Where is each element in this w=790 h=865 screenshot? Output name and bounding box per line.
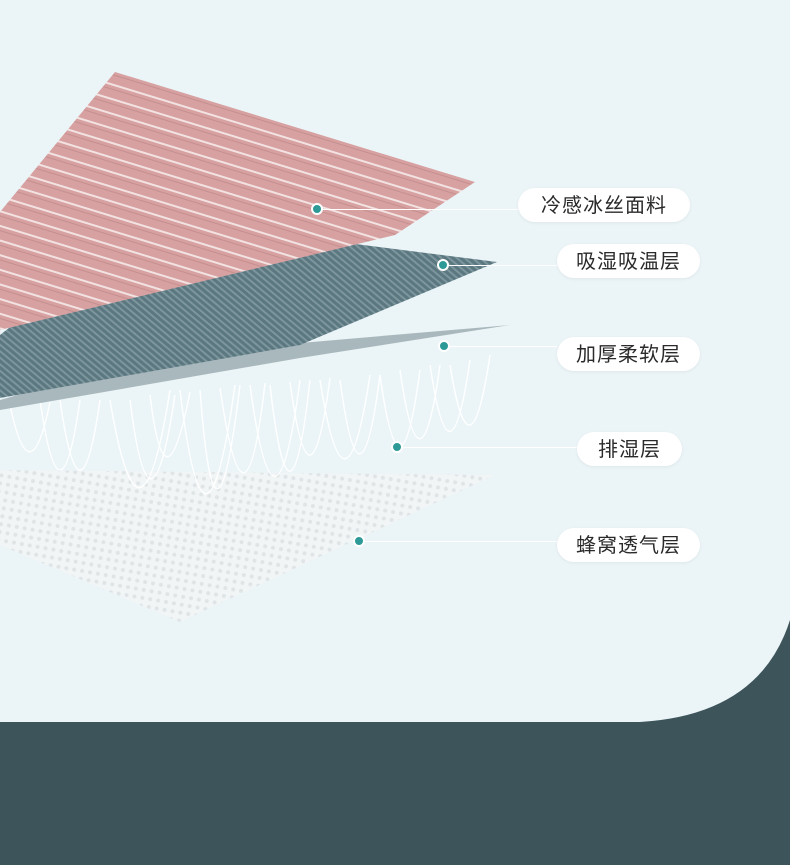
leader-line xyxy=(397,447,577,448)
label-moisture-absorbing: 吸湿吸温层 xyxy=(557,244,700,278)
label-honeycomb-breathable: 蜂窝透气层 xyxy=(557,528,700,562)
ice-silk-fabric-layer xyxy=(0,72,475,330)
marker-dot-icon xyxy=(311,203,323,215)
label-thick-soft: 加厚柔软层 xyxy=(557,337,700,371)
honeycomb-layer xyxy=(0,470,495,622)
leader-line xyxy=(443,265,557,266)
leader-line xyxy=(317,209,518,210)
footer-curve xyxy=(640,620,790,722)
label-moisture-wicking: 排湿层 xyxy=(577,432,682,466)
marker-dot-icon xyxy=(438,340,450,352)
marker-dot-icon xyxy=(391,441,403,453)
marker-dot-icon xyxy=(353,535,365,547)
leader-line xyxy=(444,346,557,347)
label-ice-silk-fabric: 冷感冰丝面料 xyxy=(518,188,690,222)
leader-line xyxy=(359,541,557,542)
marker-dot-icon xyxy=(437,259,449,271)
